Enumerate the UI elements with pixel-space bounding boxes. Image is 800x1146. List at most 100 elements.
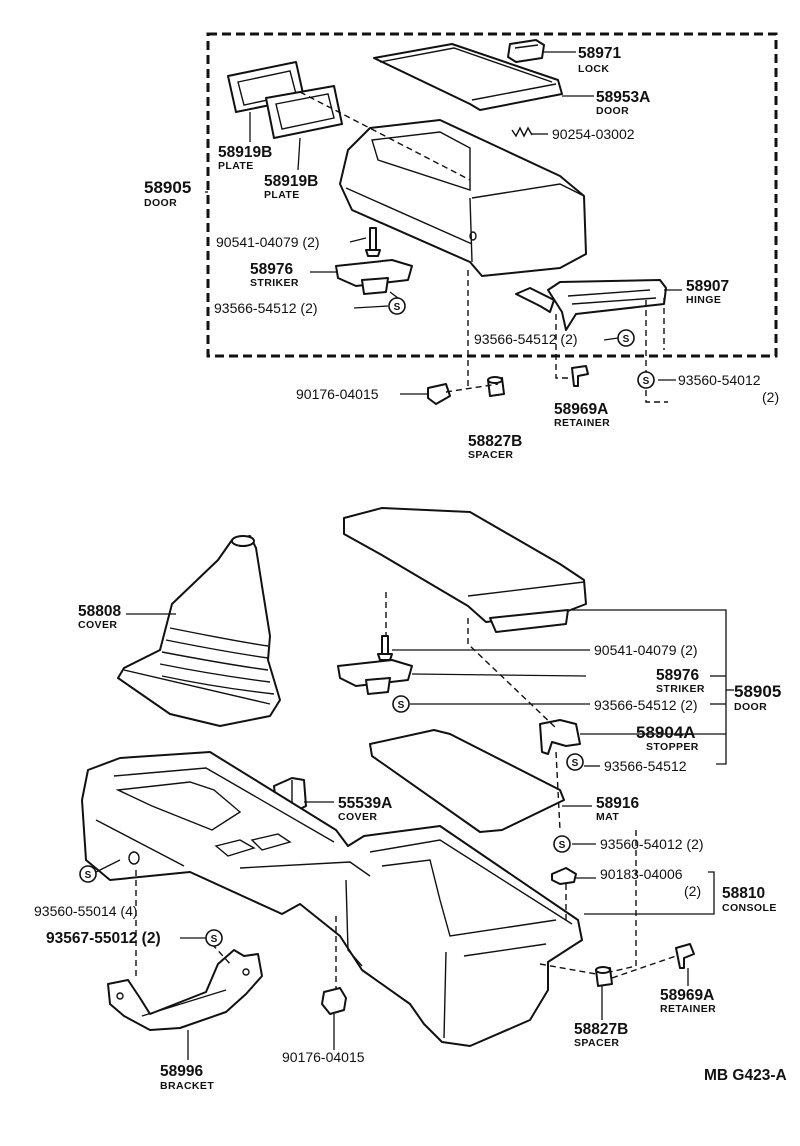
pin-part <box>365 227 381 257</box>
striker-part <box>335 259 413 295</box>
label-58905-upper: 58905 <box>144 178 191 197</box>
label-58976-lower: 58976 <box>656 667 699 684</box>
label-93560-55014: 93560-55014 (4) <box>34 903 138 919</box>
standard-part-badge: S <box>637 371 655 389</box>
label-93566-54512-upper-b: 93566-54512 (2) <box>474 331 578 347</box>
label-58810: 58810 <box>722 885 765 902</box>
upper-assembly-frame <box>206 32 778 358</box>
svg-text:S: S <box>398 700 405 711</box>
svg-text:S: S <box>572 758 579 769</box>
label-90176-04015-upper: 90176-04015 <box>296 386 379 402</box>
guide-line <box>445 383 499 393</box>
hinge-part <box>515 279 667 331</box>
label-93560-54012-upper: 93560-54012 <box>678 372 761 388</box>
standard-part-badge: S <box>617 329 635 347</box>
label-qty-upper: (2) <box>762 389 779 405</box>
leader-line <box>389 291 399 299</box>
label-door-assy-upper: DOOR <box>144 197 177 209</box>
label-93566-54512-upper-a: 93566-54512 (2) <box>214 300 318 316</box>
label-retainer-lower: RETAINER <box>660 1003 716 1015</box>
standard-part-badge: S <box>205 929 223 947</box>
label-90541-04079-upper: 90541-04079 (2) <box>216 234 320 250</box>
label-console: CONSOLE <box>722 902 777 914</box>
label-door: DOOR <box>596 105 629 117</box>
standard-part-badge: S <box>566 753 584 771</box>
label-90176-04015-lower: 90176-04015 <box>282 1049 365 1065</box>
label-58919b-a: 58919B <box>218 144 272 161</box>
svg-text:S: S <box>643 376 650 387</box>
svg-text:S: S <box>623 334 630 345</box>
guide-line <box>609 830 637 973</box>
label-58971: 58971 <box>578 45 621 62</box>
label-58905-lower: 58905 <box>734 682 781 701</box>
guide-line <box>645 300 668 403</box>
guide-line <box>555 751 561 831</box>
label-93567-55012: 93567-55012 (2) <box>46 930 161 947</box>
label-55539a: 55539A <box>338 795 392 812</box>
bracket-part <box>107 949 263 1031</box>
door-body-part <box>339 119 587 277</box>
standard-part-badge: S <box>79 865 97 883</box>
label-stopper: STOPPER <box>646 741 699 753</box>
label-spacer-lower: SPACER <box>574 1037 619 1049</box>
leader-line <box>297 137 301 171</box>
striker-lower-part <box>337 659 413 695</box>
label-retainer-upper: RETAINER <box>554 417 610 429</box>
label-plate-b: PLATE <box>264 189 300 201</box>
svg-text:S: S <box>85 870 92 881</box>
label-90254-03002: 90254-03002 <box>552 126 635 142</box>
clip-part <box>427 383 451 405</box>
pin-lower-part <box>377 635 393 661</box>
label-hinge: HINGE <box>686 294 721 306</box>
lock-part <box>507 39 545 63</box>
spacer-lower-part <box>595 966 613 987</box>
label-58969a-upper: 58969A <box>554 401 608 418</box>
svg-text:S: S <box>211 934 218 945</box>
label-lock: LOCK <box>578 63 609 75</box>
leader-line <box>95 859 121 873</box>
label-striker-lower: STRIKER <box>656 683 705 695</box>
label-93560-54012-lower: 93560-54012 (2) <box>600 836 704 852</box>
standard-part-badge: S <box>392 695 410 713</box>
guide-line <box>211 943 233 967</box>
label-58907: 58907 <box>686 278 729 295</box>
label-58904a: 58904A <box>636 723 696 742</box>
guide-line <box>299 91 471 181</box>
screw-spring-part <box>511 126 533 138</box>
label-58827b-upper: 58827B <box>468 433 522 450</box>
drawing-code: MB G423-A <box>704 1067 787 1084</box>
retainer-lower-part <box>675 943 695 969</box>
shift-boot-part <box>117 535 281 727</box>
label-nut-qty: (2) <box>684 883 701 899</box>
nut-part <box>551 867 577 885</box>
label-58976-upper: 58976 <box>250 261 293 278</box>
retainer-part <box>571 365 589 387</box>
label-bracket: BRACKET <box>160 1080 214 1092</box>
leader-line <box>584 871 715 915</box>
label-spacer-upper: SPACER <box>468 449 513 461</box>
leader-line <box>411 673 587 677</box>
label-58919b-b: 58919B <box>264 173 318 190</box>
console-body-part <box>81 751 583 1047</box>
spacer-part <box>487 376 505 397</box>
mat-part <box>369 729 565 833</box>
guide-line <box>467 618 557 729</box>
svg-text:S: S <box>559 840 566 851</box>
label-58996: 58996 <box>160 1063 203 1080</box>
label-plate-a: PLATE <box>218 160 254 172</box>
standard-part-badge: S <box>388 297 406 315</box>
svg-text:S: S <box>394 302 401 313</box>
label-58808: 58808 <box>78 603 121 620</box>
label-93566-54512-lower-a: 93566-54512 (2) <box>594 697 698 713</box>
label-door-assy-lower: DOOR <box>734 701 767 713</box>
label-mat: MAT <box>596 811 619 823</box>
stopper-part <box>539 719 581 755</box>
label-striker-upper: STRIKER <box>250 277 299 289</box>
leader-line <box>603 337 619 341</box>
leader-line <box>353 305 389 309</box>
label-93566-54512-lower-b: 93566-54512 <box>604 758 687 774</box>
label-58916: 58916 <box>596 795 639 812</box>
label-58953a: 58953A <box>596 89 650 106</box>
standard-part-badge: S <box>553 835 571 853</box>
